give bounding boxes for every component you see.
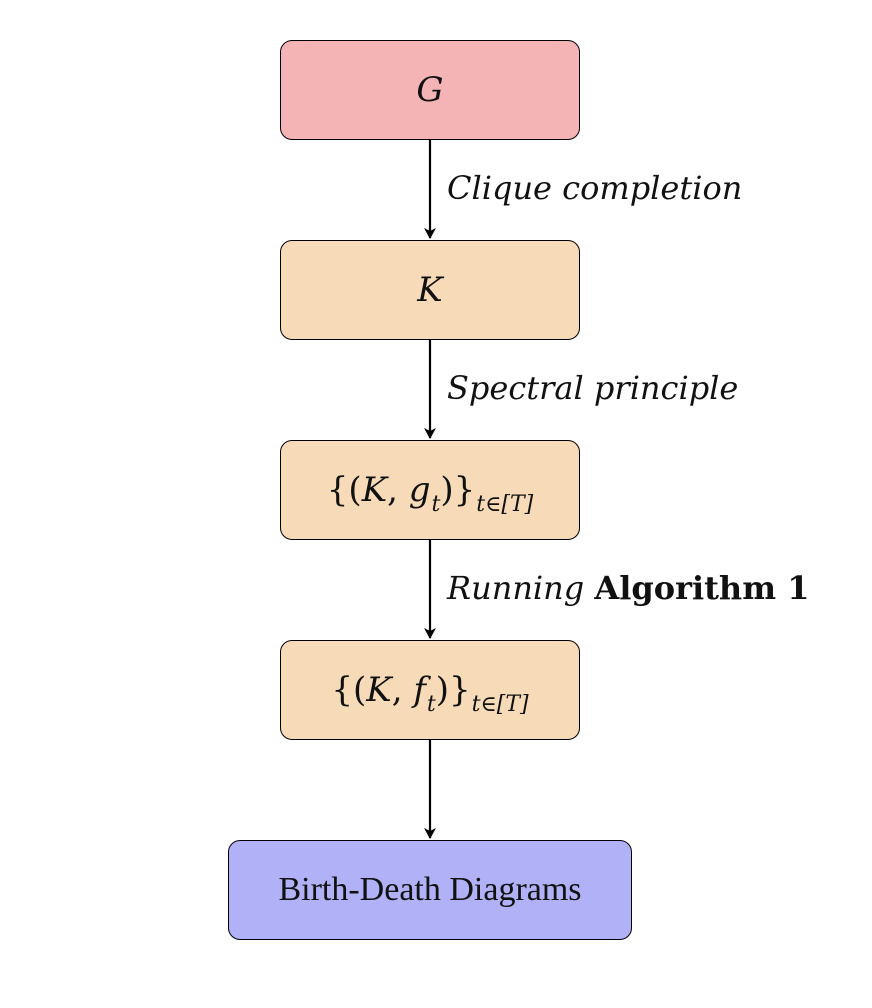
node-kg-expression: {(K, gt)}t∈[T] [326, 470, 533, 517]
edge-label-clique-completion-text: Clique completion [447, 169, 743, 207]
node-kf-expression: {(K, ft)}t∈[T] [331, 670, 528, 717]
node-kg-open: {( [326, 470, 362, 510]
node-kf-family: {(K, ft)}t∈[T] [280, 640, 580, 740]
node-kg-close: )} [440, 470, 476, 510]
node-kf-func-sub: t [426, 692, 436, 717]
node-g-symbol: G [416, 70, 444, 110]
edge-label-spectral-principle-text: Spectral principle [447, 369, 739, 407]
node-kg-symbol: K [361, 470, 388, 510]
node-g: G [280, 40, 580, 140]
node-kg-family: {(K, gt)}t∈[T] [280, 440, 580, 540]
node-bd-label: Birth-Death Diagrams [278, 871, 582, 908]
edge-label-spectral-principle: Spectral principle [447, 372, 738, 404]
edge-label-running-text: Running [447, 569, 585, 607]
node-kf-comma: , [391, 670, 414, 710]
node-k-symbol: K [417, 270, 443, 310]
node-birth-death-diagrams: Birth-Death Diagrams [228, 840, 632, 940]
node-kg-func: g [408, 470, 431, 510]
edge-label-clique-completion: Clique completion [447, 172, 742, 204]
node-kf-open: {( [331, 670, 367, 710]
node-kf-func: f [413, 670, 426, 710]
node-k: K [280, 240, 580, 340]
node-kf-close: )} [435, 670, 471, 710]
node-kg-comma: , [387, 470, 409, 510]
node-kf-index: t∈[T] [471, 692, 529, 717]
node-kg-func-sub: t [431, 492, 441, 517]
edge-label-running-algorithm: Running Algorithm 1 [447, 572, 809, 604]
node-kg-index: t∈[T] [476, 492, 534, 517]
edge-label-algorithm-text: Algorithm 1 [594, 569, 810, 607]
node-kf-symbol: K [366, 670, 392, 710]
